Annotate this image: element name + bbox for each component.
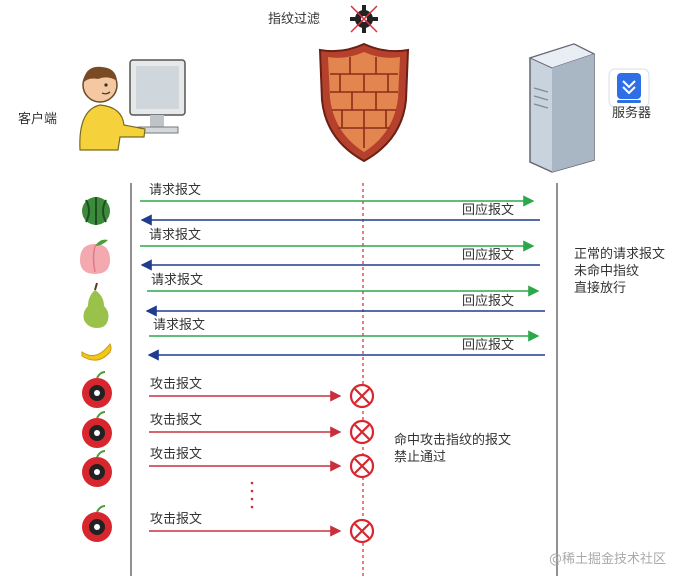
firewall-shield-icon	[316, 40, 412, 165]
request-label: 请求报文	[153, 318, 206, 333]
malicious-apple-icon	[82, 505, 112, 542]
client-label: 客户端	[18, 112, 58, 127]
banana-icon	[81, 343, 112, 361]
request-label: 请求报文	[151, 273, 204, 288]
client-illustration	[60, 55, 190, 155]
blocked-icon	[349, 453, 375, 479]
blocked-icon	[349, 383, 375, 409]
response-label: 回应报文	[462, 248, 515, 263]
app-download-icon	[608, 68, 650, 108]
response-label: 回应报文	[462, 338, 515, 353]
attack-label: 攻击报文	[150, 512, 203, 527]
watermark: @稀土掘金技术社区	[549, 552, 667, 567]
server-label: 服务器	[612, 106, 652, 121]
response-label: 回应报文	[462, 203, 515, 218]
server-illustration	[522, 40, 602, 175]
normal-traffic-note: 正常的请求报文 未命中指纹 直接放行	[574, 247, 666, 296]
attack-label: 攻击报文	[150, 377, 203, 392]
blocked-traffic-note: 命中攻击指纹的报文 禁止通过	[394, 433, 512, 465]
malicious-apple-icon	[82, 371, 112, 408]
ellipsis-dots	[250, 481, 254, 509]
watermelon-icon	[82, 197, 110, 225]
request-label: 请求报文	[149, 228, 202, 243]
malicious-apple-icon	[82, 411, 112, 448]
attack-label: 攻击报文	[150, 447, 203, 462]
peach-icon	[80, 239, 110, 274]
pear-icon	[83, 282, 109, 328]
filter-gear-icon	[347, 2, 381, 36]
response-label: 回应报文	[462, 294, 515, 309]
blocked-icon	[349, 419, 375, 445]
attack-label: 攻击报文	[150, 413, 203, 428]
malicious-apple-icon	[82, 450, 112, 487]
request-label: 请求报文	[149, 183, 202, 198]
blocked-icon	[349, 518, 375, 544]
firewall-title: 指纹过滤	[268, 12, 321, 27]
